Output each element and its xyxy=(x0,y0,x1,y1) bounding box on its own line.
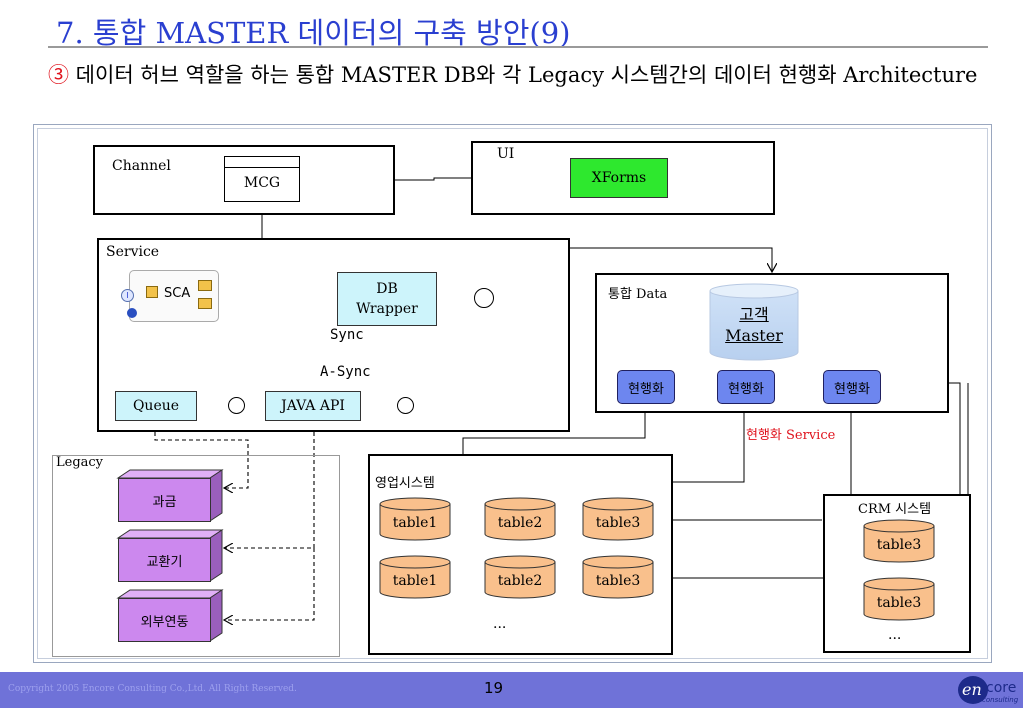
sales-table-r1c2: table2 xyxy=(485,510,555,536)
sales-system-box xyxy=(368,454,673,655)
page-number: 19 xyxy=(484,679,504,697)
subtitle-text: 데이터 허브 역할을 하는 통합 MASTER DB와 각 Legacy 시스템… xyxy=(69,63,978,87)
crm-table-2-label: table3 xyxy=(876,595,922,611)
slide-title: 7. 통합 MASTER 데이터의 구축 방안(9) xyxy=(56,16,571,50)
diagram-frame-inner xyxy=(37,128,988,659)
reference-icon-2 xyxy=(198,298,212,309)
exchange-node: 교환기 xyxy=(118,538,211,582)
db-wrapper-interface xyxy=(474,288,494,308)
java-api-node: JAVA API xyxy=(265,391,361,421)
cyl-s-r2c3 xyxy=(582,555,654,599)
sync-service-label: 현행화 Service xyxy=(746,428,836,443)
external-label: 외부연동 xyxy=(140,614,189,630)
integrated-data-label: 통합 Data xyxy=(608,287,668,302)
sales-table-r2c3-label: table3 xyxy=(595,573,641,589)
ui-label: UI xyxy=(497,146,515,162)
sales-table-r1c3-label: table3 xyxy=(595,515,641,531)
cyl-s-r2c1 xyxy=(379,555,451,599)
sca-label: SCA xyxy=(164,286,191,301)
java-api-interface xyxy=(397,397,414,414)
cyl-crm-2 xyxy=(863,577,935,621)
info-icon xyxy=(127,308,137,318)
service-label: Service xyxy=(106,244,160,260)
cyl-s-r1c3 xyxy=(582,497,654,541)
logo-text-consulting: consulting xyxy=(982,696,1019,704)
crm-system-label: CRM 시스템 xyxy=(858,502,932,517)
billing-node: 과금 xyxy=(118,478,211,522)
exchange-label: 교환기 xyxy=(146,554,183,570)
legacy-label: Legacy xyxy=(56,455,104,470)
subtitle-number: ③ xyxy=(48,63,69,87)
sales-table-r1c3: table3 xyxy=(583,510,653,536)
sales-table-r2c2-label: table2 xyxy=(497,573,543,589)
sync-node-b: 현행화 xyxy=(717,370,775,404)
footer-bar xyxy=(0,672,1023,708)
mcg-label: MCG xyxy=(243,175,281,191)
xforms-node: XForms xyxy=(570,158,668,198)
sales-table-r2c3: table3 xyxy=(583,568,653,594)
cyl-crm-1 xyxy=(863,519,935,563)
sales-table-r1c1: table1 xyxy=(380,510,450,536)
customer-master-label: 고객 Master xyxy=(708,304,800,346)
crm-table-2: table3 xyxy=(864,590,934,616)
db-wrapper-label-1: DB xyxy=(376,281,398,297)
title-rule xyxy=(48,46,988,48)
sales-system-label: 영업시스템 xyxy=(375,476,435,491)
sales-table-r2c2: table2 xyxy=(485,568,555,594)
customer-master-label-2: Master xyxy=(725,326,783,345)
sync-node-c-label: 현행화 xyxy=(834,381,870,397)
crm-more: ... xyxy=(888,627,902,643)
interface-icon: I xyxy=(121,289,134,302)
customer-master-label-1: 고객 xyxy=(739,305,769,324)
sca-component xyxy=(129,270,219,322)
java-api-label: JAVA API xyxy=(281,398,345,414)
cyl-s-r1c1 xyxy=(379,497,451,541)
crm-table-1: table3 xyxy=(864,532,934,558)
reference-icon-1 xyxy=(198,280,212,291)
external-node: 외부연동 xyxy=(118,598,211,642)
logo-text-core: core xyxy=(986,680,1017,696)
sync-label: Sync xyxy=(330,327,364,343)
queue-node: Queue xyxy=(115,391,197,421)
customer-master-cylinder xyxy=(709,283,799,361)
sales-table-r2c1: table1 xyxy=(380,568,450,594)
edge-java-external xyxy=(224,548,315,620)
crm-table-1-label: table3 xyxy=(876,537,922,553)
cyl-s-r1c2 xyxy=(484,497,556,541)
sync-node-c: 현행화 xyxy=(823,370,881,404)
sync-node-a: 현행화 xyxy=(617,370,675,404)
encore-logo: en core consulting xyxy=(958,676,1020,706)
sync-node-b-label: 현행화 xyxy=(728,381,764,397)
sales-table-r1c1-label: table1 xyxy=(392,515,438,531)
cyl-s-r2c2 xyxy=(484,555,556,599)
edge-queue-billing xyxy=(154,418,249,488)
logo-text-en: en xyxy=(962,680,982,699)
sales-table-r1c2-label: table2 xyxy=(497,515,543,531)
db-wrapper-node: DB Wrapper xyxy=(337,272,437,326)
sales-more: ... xyxy=(493,616,507,632)
slide-subtitle: ③ 데이터 허브 역할을 하는 통합 MASTER DB와 각 Legacy 시… xyxy=(48,60,1008,90)
billing-label: 과금 xyxy=(152,494,177,510)
queue-interface xyxy=(228,397,245,414)
footer-copyright: Copyright 2005 Encore Consulting Co.,Ltd… xyxy=(8,684,297,694)
xforms-label: XForms xyxy=(591,170,647,186)
mcg-node: MCG xyxy=(224,156,300,202)
sync-node-a-label: 현행화 xyxy=(628,381,664,397)
channel-label: Channel xyxy=(112,158,171,174)
sales-table-r2c1-label: table1 xyxy=(392,573,438,589)
component-icon xyxy=(146,286,158,298)
async-label: A-Sync xyxy=(320,364,371,380)
queue-label: Queue xyxy=(132,398,180,414)
legacy-box xyxy=(52,455,340,657)
db-wrapper-label-2: Wrapper xyxy=(356,301,418,317)
